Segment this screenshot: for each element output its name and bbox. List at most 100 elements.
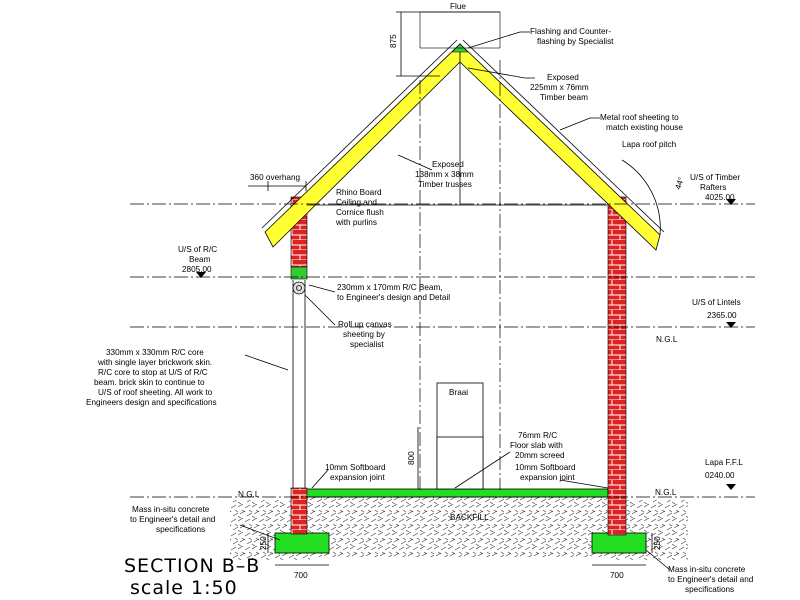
svg-text:Metal roof sheeting to: Metal roof sheeting to [600,113,679,122]
svg-text:Beam: Beam [189,255,211,264]
footing-left [274,532,330,554]
svg-text:4025.00: 4025.00 [705,193,735,202]
svg-text:330mm x 330mm R/C core: 330mm x 330mm R/C core [106,348,204,357]
svg-text:to Engineer's design and Detai: to Engineer's design and Detail [337,293,450,302]
svg-text:Lapa F.F.L: Lapa F.F.L [705,458,743,467]
rc-beam-level-marker-icon [196,272,206,278]
rc-beam [290,266,308,280]
svg-text:to Engineer's detail and: to Engineer's detail and [130,515,216,524]
svg-text:U/S of Lintels: U/S of Lintels [692,298,741,307]
leader-timber-beam [467,67,535,79]
roof-right [459,43,661,251]
leader-softboard-left [311,469,329,489]
leader-mass-right [645,549,671,571]
mass-concrete-right-note: Mass in-situ concrete to Engineer's deta… [668,565,754,594]
svg-text:Floor slab with: Floor slab with [510,441,563,450]
svg-text:beam. brick skin to continue t: beam. brick skin to continue to [94,378,205,387]
leader-metal-roof [559,117,600,131]
svg-text:Rhino Board: Rhino Board [336,188,382,197]
svg-text:Cornice flush: Cornice flush [336,208,384,217]
footing-height-right-label: 250 [653,536,662,550]
svg-text:Rafters: Rafters [700,183,726,192]
pitch-label: 44° [673,176,686,191]
backfill-label: BACKFILL [450,513,489,522]
metal-roof-note: Metal roof sheeting to match existing ho… [600,113,683,132]
svg-text:Exposed: Exposed [432,160,464,169]
canvas-roll-icon [292,281,306,295]
softboard-left-note: 10mm Softboard expansion joint [325,463,386,482]
svg-text:10mm Softboard: 10mm Softboard [515,463,576,472]
svg-text:Roll up canvas: Roll up canvas [338,320,392,329]
leader-flashing [467,31,530,49]
svg-text:U/S of R/C: U/S of R/C [178,245,217,254]
svg-text:specifications: specifications [685,585,734,594]
svg-text:specifications: specifications [156,525,205,534]
svg-text:R/C core to stop at U/S of R/C: R/C core to stop at U/S of R/C [98,368,208,377]
timber-beam-note: Exposed 225mm x 76mm Timber beam [530,73,589,102]
svg-text:expansion joint: expansion joint [330,473,385,482]
braai-opening [436,436,484,490]
svg-text:Mass in-situ concrete: Mass in-situ concrete [132,505,210,514]
svg-text:to Engineer's detail and: to Engineer's detail and [668,575,754,584]
roof-sheeting-left [261,39,458,229]
svg-text:2365.00: 2365.00 [707,311,737,320]
timber-level-marker-icon [726,199,736,205]
svg-text:2805.00: 2805.00 [182,265,212,274]
svg-text:Engineers design and specifica: Engineers design and specifications [86,398,217,407]
braai-height-label: 800 [407,451,416,465]
svg-text:Mass in-situ concrete: Mass in-situ concrete [668,565,746,574]
rc-core-note: 330mm x 330mm R/C core with single layer… [86,348,217,407]
backfill-area [306,497,608,557]
ngl-mid-label: N.G.L [656,335,678,344]
svg-text:Ceiling and: Ceiling and [336,198,377,207]
flue-box [419,11,501,49]
leader-trusses [397,154,433,171]
canvas-note: Roll up canvas sheeting by specialist [338,320,392,349]
leader-rc-core [244,354,289,371]
footing-width-right-label: 700 [610,571,624,580]
ngl-left-label: N.G.L [238,490,260,499]
svg-text:225mm x 76mm: 225mm x 76mm [530,83,589,92]
roof-sheeting-right [462,39,665,233]
floor-slab [305,488,609,498]
svg-text:expansion joint: expansion joint [520,473,575,482]
timber-level-tag: U/S of Timber Rafters 4025.00 [690,173,740,202]
leader-slab [454,451,511,489]
svg-text:U/S of Timber: U/S of Timber [690,173,740,182]
svg-text:sheeting by: sheeting by [343,330,386,339]
brick-column-right [607,196,627,536]
trusses-note: Exposed 138mm x 38mm Timber trusses [415,160,474,189]
svg-text:138mm x 38mm: 138mm x 38mm [415,170,474,179]
svg-text:0240.00: 0240.00 [705,471,735,480]
footing-height-left-label: 250 [259,536,268,550]
footing-width-left-label: 700 [294,571,308,580]
svg-text:specialist: specialist [350,340,384,349]
footing-right [591,532,647,554]
flue-label: Flue [450,2,466,11]
svg-text:U/S of roof sheeting. All work: U/S of roof sheeting. All work to [98,388,213,397]
lapa-pitch-note: Lapa roof pitch [622,140,677,149]
rc-beam-note: 230mm x 170mm R/C Beam, to Engineer's de… [337,283,450,302]
lintels-level-tag: U/S of Lintels 2365.00 [692,298,741,320]
overhang-label: 360 overhang [250,173,301,182]
section-title: SECTION B–B [124,555,260,577]
leader-softboard-right [559,479,609,489]
svg-text:10mm Softboard: 10mm Softboard [325,463,386,472]
braai-label: Braai [449,388,468,397]
leader-mass-left [239,524,281,541]
svg-text:Exposed: Exposed [547,73,579,82]
ffl-level-marker-icon [726,484,736,490]
svg-text:230mm x 170mm R/C Beam,: 230mm x 170mm R/C Beam, [337,283,443,292]
ffl-level-tag: Lapa F.F.L 0240.00 [705,458,743,480]
canvas-roll-core-icon [296,285,302,291]
pitch-arc [621,159,661,236]
flashing-note: Flashing and Counter- flashing by Specia… [530,27,614,46]
svg-text:76mm R/C: 76mm R/C [518,431,557,440]
leader-rc-beam [308,284,336,293]
rhino-board-note: Rhino Board Ceiling and Cornice flush wi… [335,188,384,227]
ngl-right-label: N.G.L [655,488,677,497]
svg-text:match existing house: match existing house [606,123,683,132]
flue-height-label: 875 [389,34,398,48]
floor-slab-note: 76mm R/C Floor slab with 20mm screed [510,431,565,460]
